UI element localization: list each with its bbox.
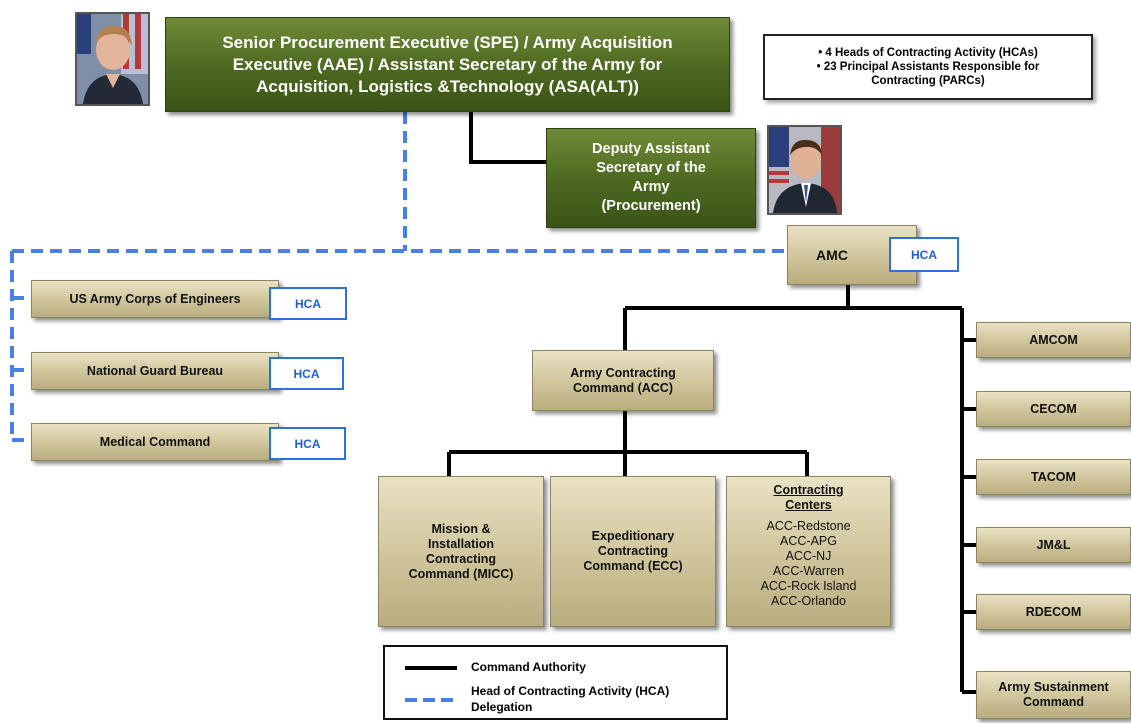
usace-hca-badge: HCA bbox=[269, 287, 347, 320]
dasa-procurement-box[interactable]: Deputy Assistant Secretary of the Army (… bbox=[546, 128, 756, 228]
micc-line-4: Command (MICC) bbox=[408, 566, 514, 581]
legend-hca-label-line-1: Head of Contracting Activity (HCA) bbox=[471, 684, 670, 698]
dasa-line-2: Secretary of the bbox=[596, 160, 706, 176]
amc-hca-label: HCA bbox=[911, 247, 937, 262]
ngb-box[interactable]: National Guard Bureau bbox=[31, 352, 279, 390]
ngb-label: National Guard Bureau bbox=[86, 363, 224, 378]
ecc-line-2: Contracting bbox=[597, 544, 669, 558]
medcom-label: Medical Command bbox=[99, 434, 211, 449]
micc-line-1: Mission & bbox=[431, 521, 491, 536]
ecc-box[interactable]: Expeditionary Contracting Command (ECC) bbox=[550, 476, 716, 627]
amcom-label: AMCOM bbox=[1029, 332, 1078, 347]
usace-label: US Army Corps of Engineers bbox=[69, 291, 241, 306]
center-item: ACC-NJ bbox=[785, 549, 832, 563]
spe-portrait-photo bbox=[75, 12, 150, 106]
amc-label: AMC bbox=[816, 246, 848, 263]
dasa-line-4: (Procurement) bbox=[601, 198, 701, 214]
contracting-centers-box[interactable]: Contracting Centers ACC-Redstone ACC-APG… bbox=[726, 476, 891, 627]
legend-command-label: Command Authority bbox=[471, 660, 586, 674]
command-authority-lines bbox=[447, 112, 976, 694]
spe-title-line-3: Acquisition, Logistics &Technology (ASA(… bbox=[256, 76, 639, 96]
spe-title-line-2: Executive (AAE) / Assistant Secretary of… bbox=[232, 54, 663, 74]
center-item: ACC-Orlando bbox=[770, 594, 847, 608]
tacom-label: TACOM bbox=[1031, 469, 1076, 484]
center-item: ACC-Rock Island bbox=[760, 579, 857, 593]
hca-parc-summary-box: • 4 Heads of Contracting Activity (HCAs)… bbox=[763, 34, 1093, 100]
micc-line-2: Installation bbox=[428, 536, 494, 551]
legend-hca-label-line-2: Delegation bbox=[471, 700, 533, 714]
acc-line-2: Command (ACC) bbox=[573, 380, 673, 395]
dasa-line-3: Army bbox=[632, 179, 670, 195]
medcom-hca-label: HCA bbox=[294, 436, 321, 451]
medcom-box[interactable]: Medical Command bbox=[31, 423, 279, 461]
micc-line-3: Contracting bbox=[425, 551, 497, 566]
medcom-hca-badge: HCA bbox=[269, 427, 346, 460]
center-item: ACC-APG bbox=[780, 534, 837, 548]
acc-line-1: Army Contracting bbox=[570, 365, 676, 380]
rdecom-label: RDECOM bbox=[1025, 604, 1082, 619]
hca-delegation-lines bbox=[10, 112, 788, 442]
amc-hca-badge: HCA bbox=[889, 237, 959, 272]
usace-hca-label: HCA bbox=[295, 296, 321, 311]
summary-line-2: • 23 Principal Assistants Responsible fo… bbox=[816, 61, 1040, 73]
centers-title-line-1: Contracting bbox=[773, 483, 844, 497]
summary-line-3: Contracting (PARCs) bbox=[871, 75, 985, 87]
dasa-portrait-photo bbox=[767, 125, 842, 215]
ecc-line-1: Expeditionary bbox=[591, 529, 675, 543]
ngb-hca-badge: HCA bbox=[269, 357, 344, 390]
cecom-box[interactable]: CECOM bbox=[976, 391, 1131, 427]
amcom-box[interactable]: AMCOM bbox=[976, 322, 1131, 358]
summary-line-1: • 4 Heads of Contracting Activity (HCAs) bbox=[818, 47, 1038, 59]
centers-title-line-2: Centers bbox=[785, 498, 832, 512]
asc-box[interactable]: Army Sustainment Command bbox=[976, 671, 1131, 719]
acc-box[interactable]: Army Contracting Command (ACC) bbox=[532, 350, 714, 411]
ecc-line-3: Command (ECC) bbox=[583, 559, 683, 573]
spe-box[interactable]: Senior Procurement Executive (SPE) / Arm… bbox=[165, 17, 730, 112]
tacom-box[interactable]: TACOM bbox=[976, 459, 1131, 495]
asc-line-1: Army Sustainment bbox=[998, 680, 1109, 694]
usace-box[interactable]: US Army Corps of Engineers bbox=[31, 280, 279, 318]
dasa-line-1: Deputy Assistant bbox=[592, 141, 710, 157]
asc-line-2: Command bbox=[1022, 695, 1085, 709]
rdecom-box[interactable]: RDECOM bbox=[976, 594, 1131, 630]
spe-title-line-1: Senior Procurement Executive (SPE) / Arm… bbox=[222, 32, 673, 52]
jml-box[interactable]: JM&L bbox=[976, 527, 1131, 563]
micc-box[interactable]: Mission & Installation Contracting Comma… bbox=[378, 476, 544, 627]
legend-swatches bbox=[405, 666, 457, 702]
center-item: ACC-Warren bbox=[772, 564, 845, 578]
legend: Command Authority Head of Contracting Ac… bbox=[383, 645, 728, 720]
center-item: ACC-Redstone bbox=[766, 519, 851, 533]
cecom-label: CECOM bbox=[1030, 401, 1077, 416]
ngb-hca-label: HCA bbox=[293, 366, 320, 381]
jml-label: JM&L bbox=[1036, 537, 1071, 552]
